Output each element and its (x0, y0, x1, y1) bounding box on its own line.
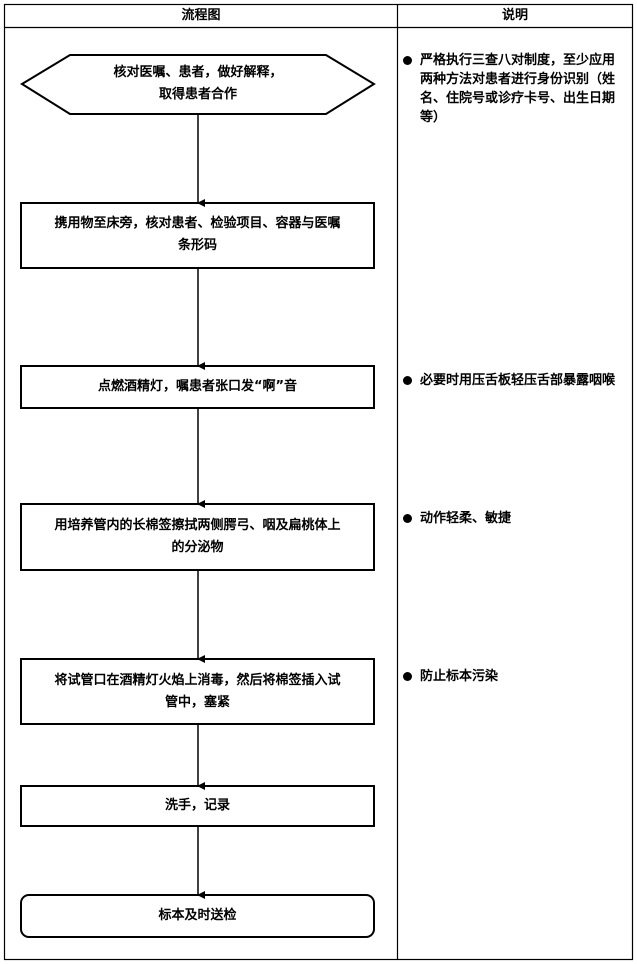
step-swab-text: 用培养管内的长棉签擦拭两侧腭弓、咽及扁桃体上的分泌物 (54, 518, 341, 555)
step-verify-text: 核对医嘱、患者，做好解释，取得患者合作 (113, 65, 283, 102)
note-bullet-4 (403, 672, 412, 681)
wash-hands-node (20, 785, 375, 827)
swab-node (20, 503, 375, 571)
step-light-text: 点燃酒精灯，嘱患者张口发“啊”音 (97, 379, 298, 394)
note-bullet-2 (403, 376, 412, 385)
note-contamination: 防止标本污染 (420, 669, 499, 684)
start-hexagon-node (20, 54, 376, 115)
note-gentle: 动作轻柔、敏捷 (420, 511, 512, 526)
note-identity: 严格执行三查八对制度，至少应用两种方法对患者进行身份识别（姓名、住院号或诊疗卡号… (420, 53, 616, 125)
step-seal-text: 将试管口在酒精灯火焰上消毒，然后将棉签插入试管中，塞紧 (54, 673, 341, 710)
step-send-text: 标本及时送检 (158, 908, 237, 923)
flow-column-header: 流程图 (181, 8, 221, 23)
notes-column-header: 说明 (501, 8, 528, 23)
step-wash-text: 洗手，记录 (164, 798, 230, 813)
note-bullet-3 (403, 514, 412, 523)
light-lamp-node (20, 365, 375, 409)
step-bring-text: 携用物至床旁，核对患者、检验项目、容器与医嘱条形码 (54, 216, 341, 253)
note-bullet-1 (403, 56, 412, 65)
note-tongue-depressor: 必要时用压舌板轻压舌部暴露咽喉 (420, 373, 616, 388)
